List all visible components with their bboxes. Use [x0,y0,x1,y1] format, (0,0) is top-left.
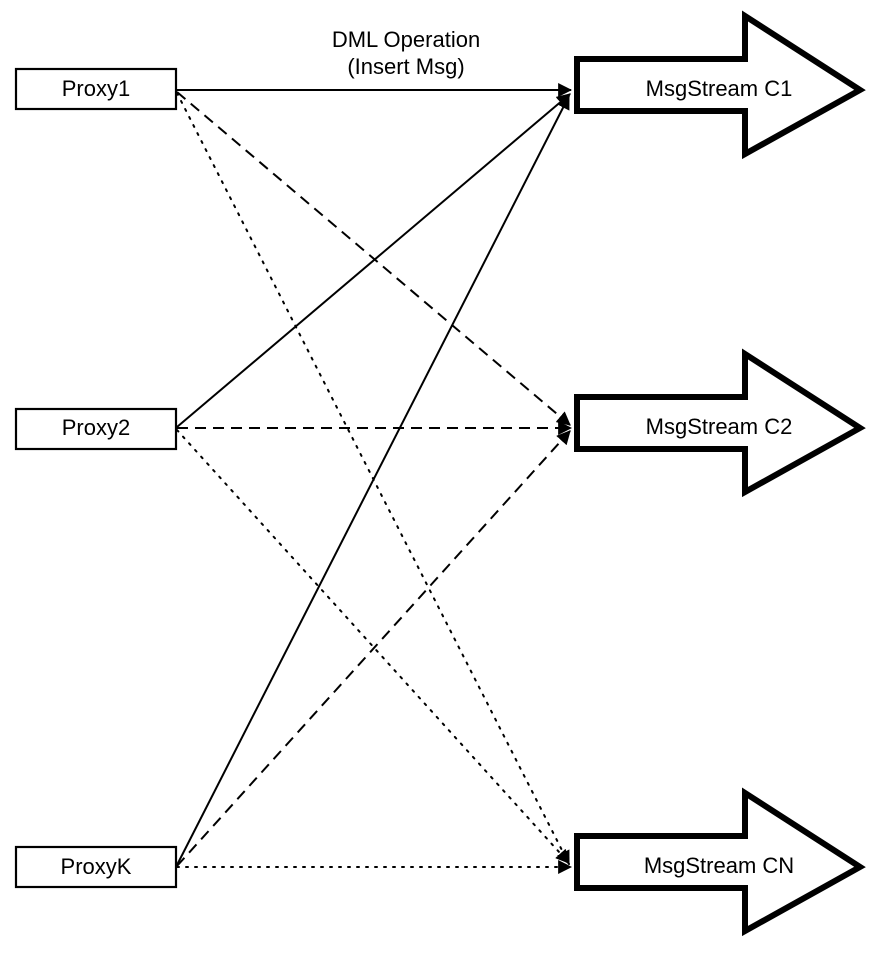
edge-proxyk-to-msgstream-c1[interactable] [176,95,570,866]
proxy1-box[interactable] [14,67,178,111]
proxyk-box[interactable] [14,845,178,889]
edge-proxy2-to-msgstream-cn[interactable] [176,429,570,864]
msgstream-cn-label: MsgStream CN [644,853,794,878]
proxyk-label: ProxyK [61,854,132,879]
edge-layer [176,83,573,874]
proxy2-box[interactable] [14,407,178,451]
proxy-node-proxy1[interactable]: Proxy1 [14,67,178,111]
dml-operation-line2: (Insert Msg) [347,54,464,79]
stream-node-msgstream-cn[interactable]: MsgStream CN [574,787,866,937]
proxy2-label: Proxy2 [62,415,130,440]
stream-node-msgstream-c2[interactable]: MsgStream C2 [574,348,866,498]
edge-proxyk-to-msgstream-c2[interactable] [176,430,571,867]
msgstream-c1-arrow-shape[interactable] [574,10,866,160]
proxy-node-proxy2[interactable]: Proxy2 [14,407,178,451]
proxy-node-proxyk[interactable]: ProxyK [14,845,178,889]
msgstream-c2-arrow-shape[interactable] [574,348,866,498]
msgstream-c1-label: MsgStream C1 [646,76,793,101]
stream-node-msgstream-c1[interactable]: MsgStream C1 [574,10,866,160]
proxy1-label: Proxy1 [62,76,130,101]
dml-operation-line1: DML Operation [332,27,480,52]
msgstream-cn-arrow-shape[interactable] [574,787,866,937]
edge-proxy1-to-msgstream-c2[interactable] [176,91,571,426]
msgstream-c2-label: MsgStream C2 [646,414,793,439]
dml-operation-annotation: DML Operation (Insert Msg) [332,27,480,79]
edge-proxy2-to-msgstream-c1[interactable] [176,93,571,428]
